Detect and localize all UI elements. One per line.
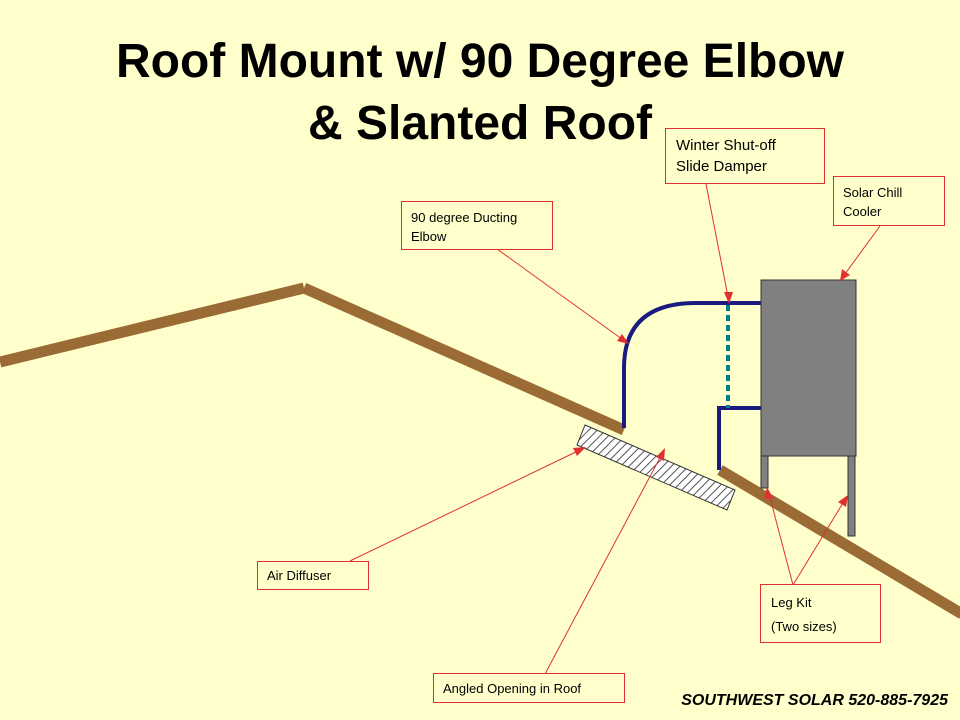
leader-legkit-long	[792, 497, 847, 586]
callout-diffuser-line-1: Air Diffuser	[267, 568, 332, 583]
leader-opening	[544, 451, 664, 675]
arrowhead-cooler	[840, 269, 850, 281]
roof-right-slope-lower	[717, 465, 960, 619]
ducting-elbow	[622, 301, 762, 428]
arrowhead-legkit-long	[838, 495, 848, 507]
air-diffuser	[576, 424, 736, 511]
callout-slide-damper: Winter Shut-off Slide Damper	[665, 128, 825, 184]
page-title-line-1: Roof Mount w/ 90 Degree Elbow	[115, 35, 845, 88]
callout-opening-line-1: Angled Opening in Roof	[443, 681, 582, 696]
arrowhead-opening	[656, 448, 665, 461]
callout-ducting-elbow: 90 degree Ducting Elbow	[401, 201, 553, 250]
footer-company: SOUTHWEST SOLAR	[681, 692, 844, 709]
callout-leg-kit: Leg Kit (Two sizes)	[760, 584, 881, 643]
roof-left-slope	[0, 282, 306, 368]
arrowhead-legkit-short	[764, 487, 773, 499]
callout-cooler-line-2: Cooler	[843, 204, 882, 219]
callout-legkit-line-2: (Two sizes)	[771, 619, 837, 634]
callout-elbow-line-1: 90 degree Ducting	[411, 210, 518, 225]
callout-cooler-line-1: Solar Chill	[843, 185, 903, 200]
return-duct	[717, 406, 762, 470]
callout-damper-line-1: Winter Shut-off	[676, 137, 776, 154]
callout-damper-line-2: Slide Damper	[676, 158, 767, 175]
leader-elbow	[496, 248, 627, 343]
arrowhead-elbow	[617, 334, 629, 344]
callout-legkit-line-1: Leg Kit	[771, 595, 812, 610]
cooler-leg-long	[847, 455, 856, 537]
page-title-line-2: & Slanted Roof	[308, 97, 652, 150]
solar-chill-cooler	[760, 279, 857, 457]
callout-angled-opening: Angled Opening in Roof	[433, 673, 625, 703]
callout-solar-chill-cooler: Solar Chill Cooler	[833, 176, 945, 226]
leader-diffuser	[349, 448, 583, 562]
leader-legkit-short	[767, 489, 794, 586]
arrowhead-diffuser	[573, 447, 586, 456]
leader-cooler	[841, 225, 881, 279]
footer-phone: 520-885-7925	[848, 692, 948, 709]
leader-damper	[705, 183, 730, 303]
footer-contact: SOUTHWEST SOLAR 520-885-7925	[681, 692, 948, 710]
arrowhead-damper	[724, 292, 733, 304]
roof-right-slope-upper	[301, 282, 627, 436]
callout-elbow-line-2: Elbow	[411, 229, 447, 244]
cooler-leg-short	[760, 455, 769, 489]
callout-air-diffuser: Air Diffuser	[257, 561, 369, 590]
